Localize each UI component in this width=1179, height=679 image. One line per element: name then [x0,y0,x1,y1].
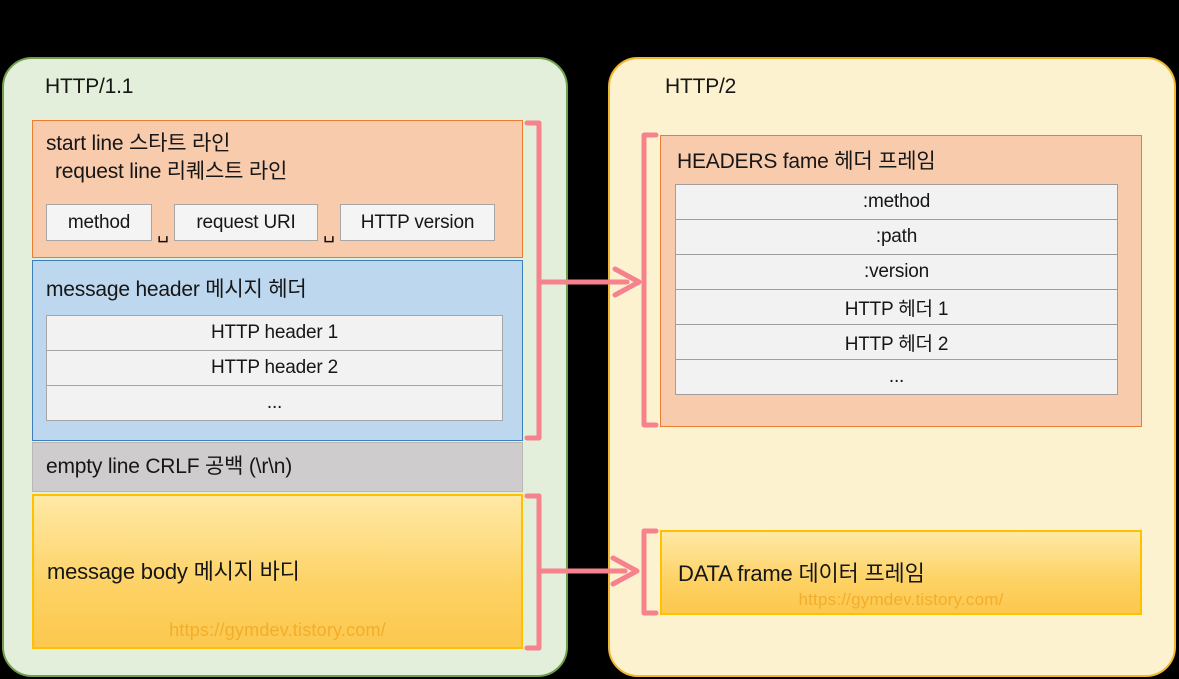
request-line-label: request line 리퀘스트 라인 [55,160,288,183]
space-char-icon: ␣ [156,222,170,243]
empty-line-label: empty line CRLF 공백 (\r\n) [46,455,293,478]
start-line-section: start line 스타트 라인 request line 리퀘스트 라인 m… [32,120,523,258]
http2-panel: HTTP/2 HEADERS fame 헤더 프레임 :method :path… [608,57,1176,677]
message-body-section: message body 메시지 바디 https://gymdev.tisto… [32,494,523,649]
data-frame-label: DATA frame 데이터 프레임 [678,561,925,586]
data-frame-section: DATA frame 데이터 프레임 https://gymdev.tistor… [660,530,1142,615]
header-row: HTTP 헤더 2 [675,324,1118,360]
header-row: HTTP header 2 [46,350,503,386]
method-token: method [46,204,152,241]
start-line-label: start line 스타트 라인 [46,132,231,155]
headers-frame-section: HEADERS fame 헤더 프레임 :method :path :versi… [660,135,1142,427]
http1-title: HTTP/1.1 [45,75,134,98]
http1-panel: HTTP/1.1 start line 스타트 라인 request line … [2,57,568,677]
message-body-label: message body 메시지 바디 [47,559,300,584]
empty-line-section: empty line CRLF 공백 (\r\n) [32,442,523,492]
watermark-url: https://gymdev.tistory.com/ [798,590,1004,609]
http2-header-rows: :method :path :version HTTP 헤더 1 HTTP 헤더… [675,184,1118,395]
http1-header-rows: HTTP header 1 HTTP header 2 ... [46,315,503,421]
watermark-url: https://gymdev.tistory.com/ [169,620,386,640]
header-row: HTTP header 1 [46,315,503,351]
pseudo-header-row: :path [675,219,1118,255]
header-row: HTTP 헤더 1 [675,289,1118,325]
space-char-icon: ␣ [322,222,336,243]
request-uri-token: request URI [174,204,318,241]
pseudo-header-row: :method [675,184,1118,220]
http-version-token: HTTP version [340,204,495,241]
header-row: ... [675,359,1118,395]
message-header-section: message header 메시지 헤더 HTTP header 1 HTTP… [32,260,523,441]
message-header-label: message header 메시지 헤더 [46,278,307,301]
http2-title: HTTP/2 [665,75,737,98]
header-row: ... [46,385,503,421]
pseudo-header-row: :version [675,254,1118,290]
request-line-tokens: method ␣ request URI ␣ HTTP version [46,204,495,243]
headers-frame-label: HEADERS fame 헤더 프레임 [677,150,936,173]
